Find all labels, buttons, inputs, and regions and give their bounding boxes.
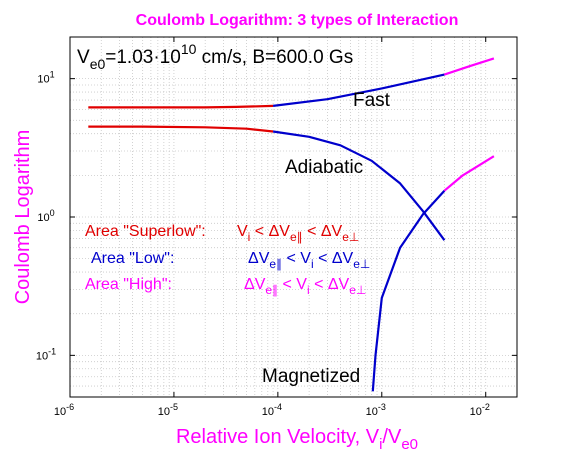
area-note-label: Area "High": <box>85 276 172 293</box>
area-note-formula: ΔVe∥​ < Vi​ < ΔVe⊥​ <box>248 250 370 271</box>
y-tick-label: 101 <box>37 70 54 86</box>
series-fast <box>88 57 495 109</box>
area-note-formula: Vi​ < ΔVe∥​ < ΔVe⊥​ <box>237 223 359 244</box>
y-tick-label: 100 <box>37 208 54 224</box>
series-line-segment <box>272 73 445 107</box>
y-tick-label: 10-1 <box>36 346 56 362</box>
y-axis-label: Coulomb Logarithm <box>12 130 34 305</box>
series-line-segment <box>88 125 274 133</box>
series-magnetized <box>371 155 495 392</box>
fast-label: Fast <box>353 90 391 111</box>
x-axis-label: Relative Ion Velocity, Vi/Ve0 <box>176 426 418 453</box>
curves <box>88 57 495 392</box>
area-note-label: Area "Low": <box>91 250 174 267</box>
x-tick-label: 10-6 <box>54 402 74 418</box>
x-tick-label: 10-3 <box>366 402 386 418</box>
magnetized-label: Magnetized <box>262 366 360 387</box>
axis-ticks: 10-6 10-5 10-4 10-3 10-2 10-1 100 101 <box>36 37 517 418</box>
series-line-segment <box>88 104 274 109</box>
series-line-segment <box>444 57 495 76</box>
series-adiabatic <box>88 125 446 241</box>
series-line-segment <box>443 155 495 192</box>
adiabatic-label: Adiabatic <box>285 157 363 178</box>
series-line-segment <box>371 189 446 392</box>
series-line-segment <box>272 130 446 241</box>
area-note-formula: ΔVe∥​ < Vi​ < ΔVe⊥​ <box>244 276 366 297</box>
chart-title: Coulomb Logarithm: 3 types of Interactio… <box>136 12 459 29</box>
x-tick-label: 10-5 <box>158 402 178 418</box>
axis-labels: Relative Ion Velocity, Vi/Ve0 Coulomb Log… <box>12 130 418 453</box>
area-note-label: Area "Superlow": <box>85 223 206 240</box>
x-tick-label: 10-4 <box>262 402 282 418</box>
parameters-text: Ve0=1.03·1010 cm/s, B=600.0 Gs <box>77 41 353 72</box>
annotations: Ve0=1.03·1010 cm/s, B=600.0 GsFastAdiaba… <box>77 41 391 387</box>
x-tick-label: 10-2 <box>470 402 490 418</box>
